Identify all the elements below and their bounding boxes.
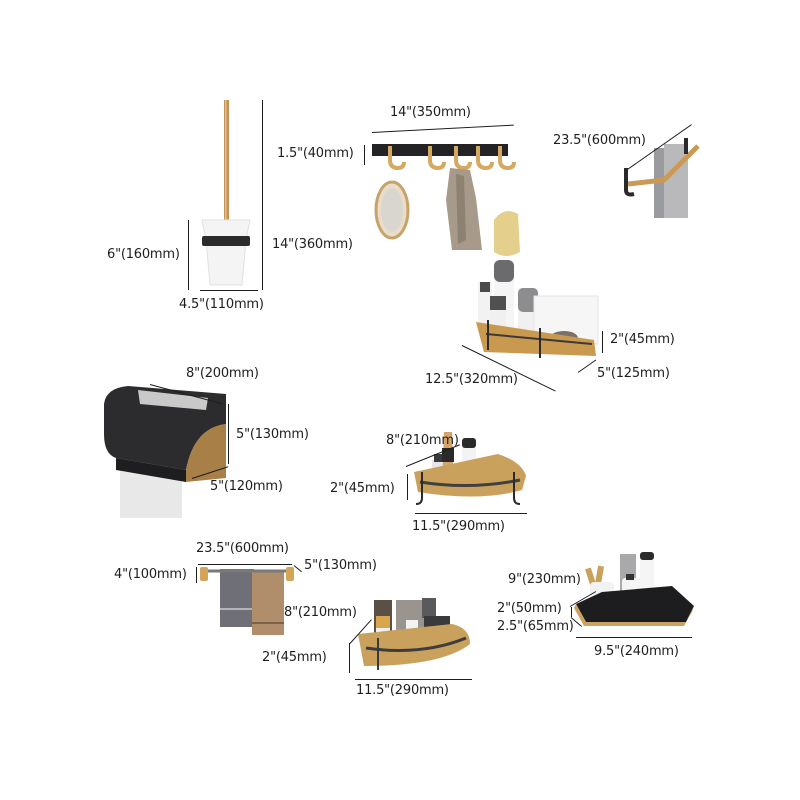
dimension-line [576, 637, 692, 638]
corner-shower-caddy-image [352, 594, 476, 674]
double-towel-bar-icon [200, 567, 294, 635]
dimension-label: 11.5"(290mm) [412, 519, 505, 534]
dimension-label: 4.5"(110mm) [179, 297, 264, 312]
corner-shower-shelf-image [410, 432, 530, 508]
dimension-label: 6"(160mm) [107, 247, 180, 262]
hook-rail-icon [372, 144, 520, 256]
toilet-brush-holder-image [196, 100, 256, 290]
dimension-label: 2"(45mm) [330, 481, 395, 496]
dimension-line [198, 564, 292, 565]
dimension-label: 2"(45mm) [262, 650, 327, 665]
dimension-line [188, 220, 189, 290]
single-towel-bar-image [620, 134, 700, 220]
dimension-line [371, 124, 514, 133]
dimension-label: 14"(350mm) [390, 105, 471, 120]
dimension-label: 4"(100mm) [114, 567, 187, 582]
dimension-line [571, 607, 572, 617]
dimension-label: 9"(230mm) [508, 572, 581, 587]
dimension-label: 2"(50mm) [497, 601, 562, 616]
dimension-label: 2.5"(65mm) [497, 619, 574, 634]
paper-holder-icon [104, 386, 226, 518]
dimension-label: 14"(360mm) [272, 237, 353, 252]
dimension-label: 5"(125mm) [597, 366, 670, 381]
dimension-line [355, 679, 472, 680]
towel-bar-icon [624, 138, 700, 218]
pentagonal-corner-shelf-image [572, 548, 694, 626]
dimension-label: 1.5"(40mm) [277, 146, 354, 161]
dimension-line [196, 567, 197, 583]
dimension-label: 8"(210mm) [284, 605, 357, 620]
dimension-label: 5"(120mm) [210, 479, 283, 494]
dimension-label: 5"(130mm) [304, 558, 377, 573]
rectangular-shower-shelf-image [474, 252, 600, 364]
dimension-label: 8"(210mm) [386, 433, 459, 448]
pentagonal-shelf-icon [574, 552, 694, 626]
dimension-label: 23.5"(600mm) [196, 541, 289, 556]
dimension-label: 8"(200mm) [186, 366, 259, 381]
dimension-label: 9.5"(240mm) [594, 644, 679, 659]
corner-shelf-icon [414, 432, 526, 505]
shower-shelf-icon [476, 260, 599, 358]
dimension-label: 2"(45mm) [610, 332, 675, 347]
toilet-paper-holder-image [104, 384, 228, 518]
dimension-label: 12.5"(320mm) [425, 372, 518, 387]
dimension-line [228, 404, 229, 464]
toilet-brush-icon [201, 100, 251, 286]
dimension-line [415, 513, 527, 514]
dimension-line [602, 331, 603, 353]
dimension-label: 23.5"(600mm) [553, 133, 646, 148]
corner-caddy-icon [358, 598, 470, 670]
dimension-line [364, 145, 365, 165]
dimension-line [349, 643, 350, 673]
double-towel-bar-image [198, 563, 296, 637]
robe-hook-rail-image [372, 140, 522, 256]
dimension-label: 5"(130mm) [236, 427, 309, 442]
dimension-label: 11.5"(290mm) [356, 683, 449, 698]
dimension-line [200, 290, 258, 291]
dimension-line [407, 474, 408, 500]
dimension-line [262, 100, 263, 290]
